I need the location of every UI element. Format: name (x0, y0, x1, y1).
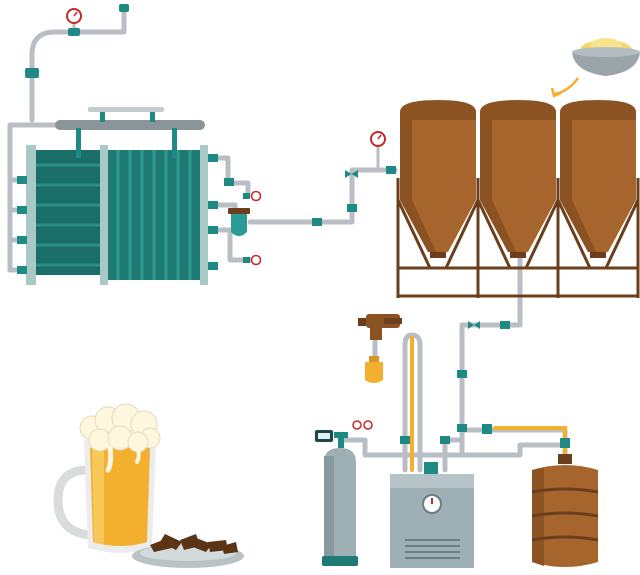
tank-2-dome (480, 100, 556, 125)
pipe-fitting (208, 201, 218, 209)
pipe-fitting (500, 321, 510, 329)
filter (228, 204, 357, 236)
pipe-fitting (208, 154, 218, 162)
tap-jar (365, 362, 383, 383)
beer-keg (531, 454, 599, 567)
pipe-fitting (17, 176, 27, 184)
pipe-fitting (25, 68, 39, 78)
fermenter-outlet-pipe (459, 252, 523, 458)
bottling-tap (358, 314, 402, 383)
pipe-fitting (482, 424, 492, 434)
pipe-fitting (17, 236, 27, 244)
plate-heat-exchanger (17, 107, 234, 285)
beer-line-keg (493, 426, 567, 462)
cooler-top-fitting (424, 462, 438, 474)
tank-1-cone (400, 200, 476, 252)
tank-1-dome (400, 100, 476, 125)
exchanger-top-rail (55, 120, 205, 130)
snacks (150, 534, 238, 554)
small-gauge-icon (363, 420, 373, 430)
cooler-loop-pipe (402, 332, 423, 473)
keg-rings (531, 487, 599, 542)
fermenter-inlet-gauge (345, 131, 396, 178)
pipe-fitting (457, 424, 467, 432)
arrow-icon (553, 77, 580, 96)
beer-mug (53, 403, 161, 553)
filter-cap (228, 208, 250, 214)
pipe-fitting (347, 204, 357, 212)
outlet-fittings (400, 321, 570, 448)
valve-icon (345, 170, 358, 178)
beer-foam (79, 403, 161, 453)
pipe-fitting (386, 166, 396, 174)
keg-coupler (558, 454, 572, 464)
tap-handle (358, 318, 370, 326)
small-gauge-icon (352, 420, 362, 430)
tank-2-cone (480, 200, 556, 252)
exchanger-gauges (243, 190, 262, 266)
fermentation-tank-2 (480, 100, 556, 258)
small-gauge-icon (250, 190, 262, 202)
cooler-body (390, 474, 474, 568)
tank-3-dome (560, 100, 636, 125)
valve-icon (468, 321, 480, 329)
small-gauge-icon (250, 254, 262, 266)
fermentation-tank-3 (560, 100, 636, 258)
fermentation-tanks (396, 100, 640, 298)
filter-body (231, 214, 247, 236)
co2-cylinder (315, 420, 373, 566)
exchanger-right-frame (200, 145, 208, 285)
fermentation-tank-1 (400, 100, 476, 258)
tank-3-cone (560, 200, 636, 252)
pipe-fitting (560, 438, 570, 448)
plate-lines-right (116, 150, 192, 280)
beer-lines (410, 336, 567, 472)
tank-3-body (560, 120, 636, 200)
pipe-fitting (17, 206, 27, 214)
tank-support-frame (396, 178, 640, 298)
exchanger-right-pipe-3 (205, 227, 253, 263)
top-pressure-gauge (25, 4, 129, 78)
pipe-fitting (17, 266, 27, 274)
pipe-fitting (457, 370, 467, 378)
pipe-fitting (119, 4, 129, 12)
exchanger-middle-frame (100, 145, 108, 285)
filter-to-fermenter-pipe (247, 167, 398, 225)
exchanger-left-plates (36, 150, 100, 275)
tap-body (366, 314, 400, 328)
pipe-fitting (312, 218, 322, 226)
top-supply-pipe (29, 5, 127, 123)
pipe-fitting (208, 226, 218, 234)
pipe-fitting (208, 262, 218, 270)
exchanger-top-bar (88, 107, 164, 112)
exchanger-right-pipe-1 (205, 155, 251, 199)
tank-2-body (480, 120, 556, 200)
malt-bowl (550, 38, 640, 98)
tank-1-body (400, 120, 476, 200)
pipe-fitting (224, 178, 234, 186)
snack-plate (132, 534, 244, 568)
pipe-fitting (68, 28, 80, 36)
plate-lines-left (36, 163, 100, 267)
pipe-fitting (400, 436, 410, 444)
bowl-body (572, 52, 640, 76)
cooling-unit (390, 462, 474, 568)
beer-liquid (90, 448, 150, 546)
cooler-vent (405, 539, 460, 559)
pipe-fitting (440, 436, 450, 444)
exchanger-left-frame (26, 145, 36, 285)
mug-handle (53, 465, 91, 540)
cylinder-base (322, 556, 358, 566)
